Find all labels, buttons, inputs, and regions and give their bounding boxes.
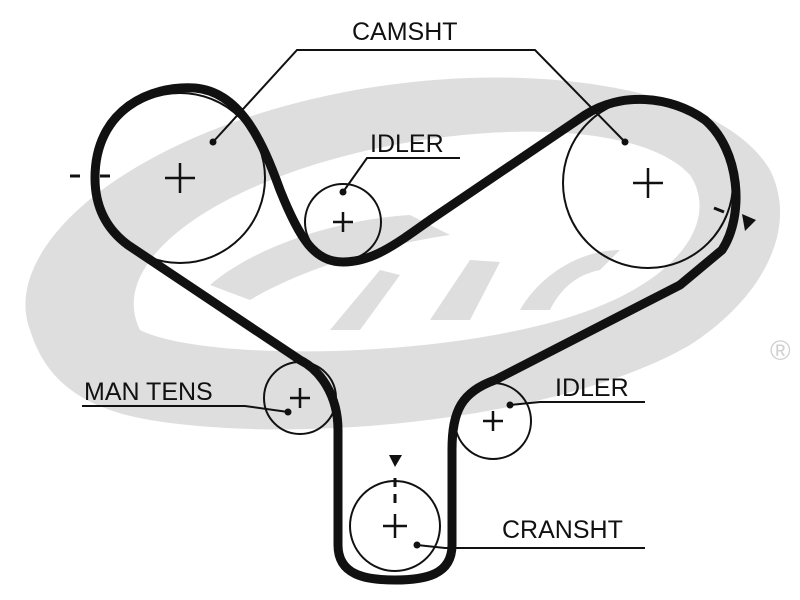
manual-tensioner-label: MAN TENS: [84, 378, 213, 406]
center-cross-icon: [290, 388, 310, 408]
center-cross-icon: [333, 212, 353, 232]
crankshaft-label: CRANSHT: [502, 516, 623, 544]
center-cross-icon: [383, 514, 407, 538]
manual-tensioner-leader-line: [82, 405, 289, 413]
camshaft-label: CAMSHT: [352, 18, 458, 46]
center-cross-icon: [165, 163, 195, 193]
center-cross-icon: [633, 168, 663, 198]
timing-mark-arrow-icon: [389, 455, 402, 467]
idler-right-label: IDLER: [555, 374, 629, 402]
idler-top-label: IDLER: [370, 130, 444, 158]
center-cross-icon: [483, 411, 503, 431]
registered-mark: ®: [770, 335, 791, 366]
crankshaft-leader-line: [416, 544, 645, 549]
timing-mark-arrow-icon: [742, 214, 756, 231]
idler-top-leader-line: [342, 157, 460, 193]
timing-belt: [90, 83, 741, 585]
minus-mark-icon: [713, 206, 725, 214]
camshaft-leader-line: [212, 49, 626, 143]
idler-right-leader-line: [509, 401, 645, 406]
